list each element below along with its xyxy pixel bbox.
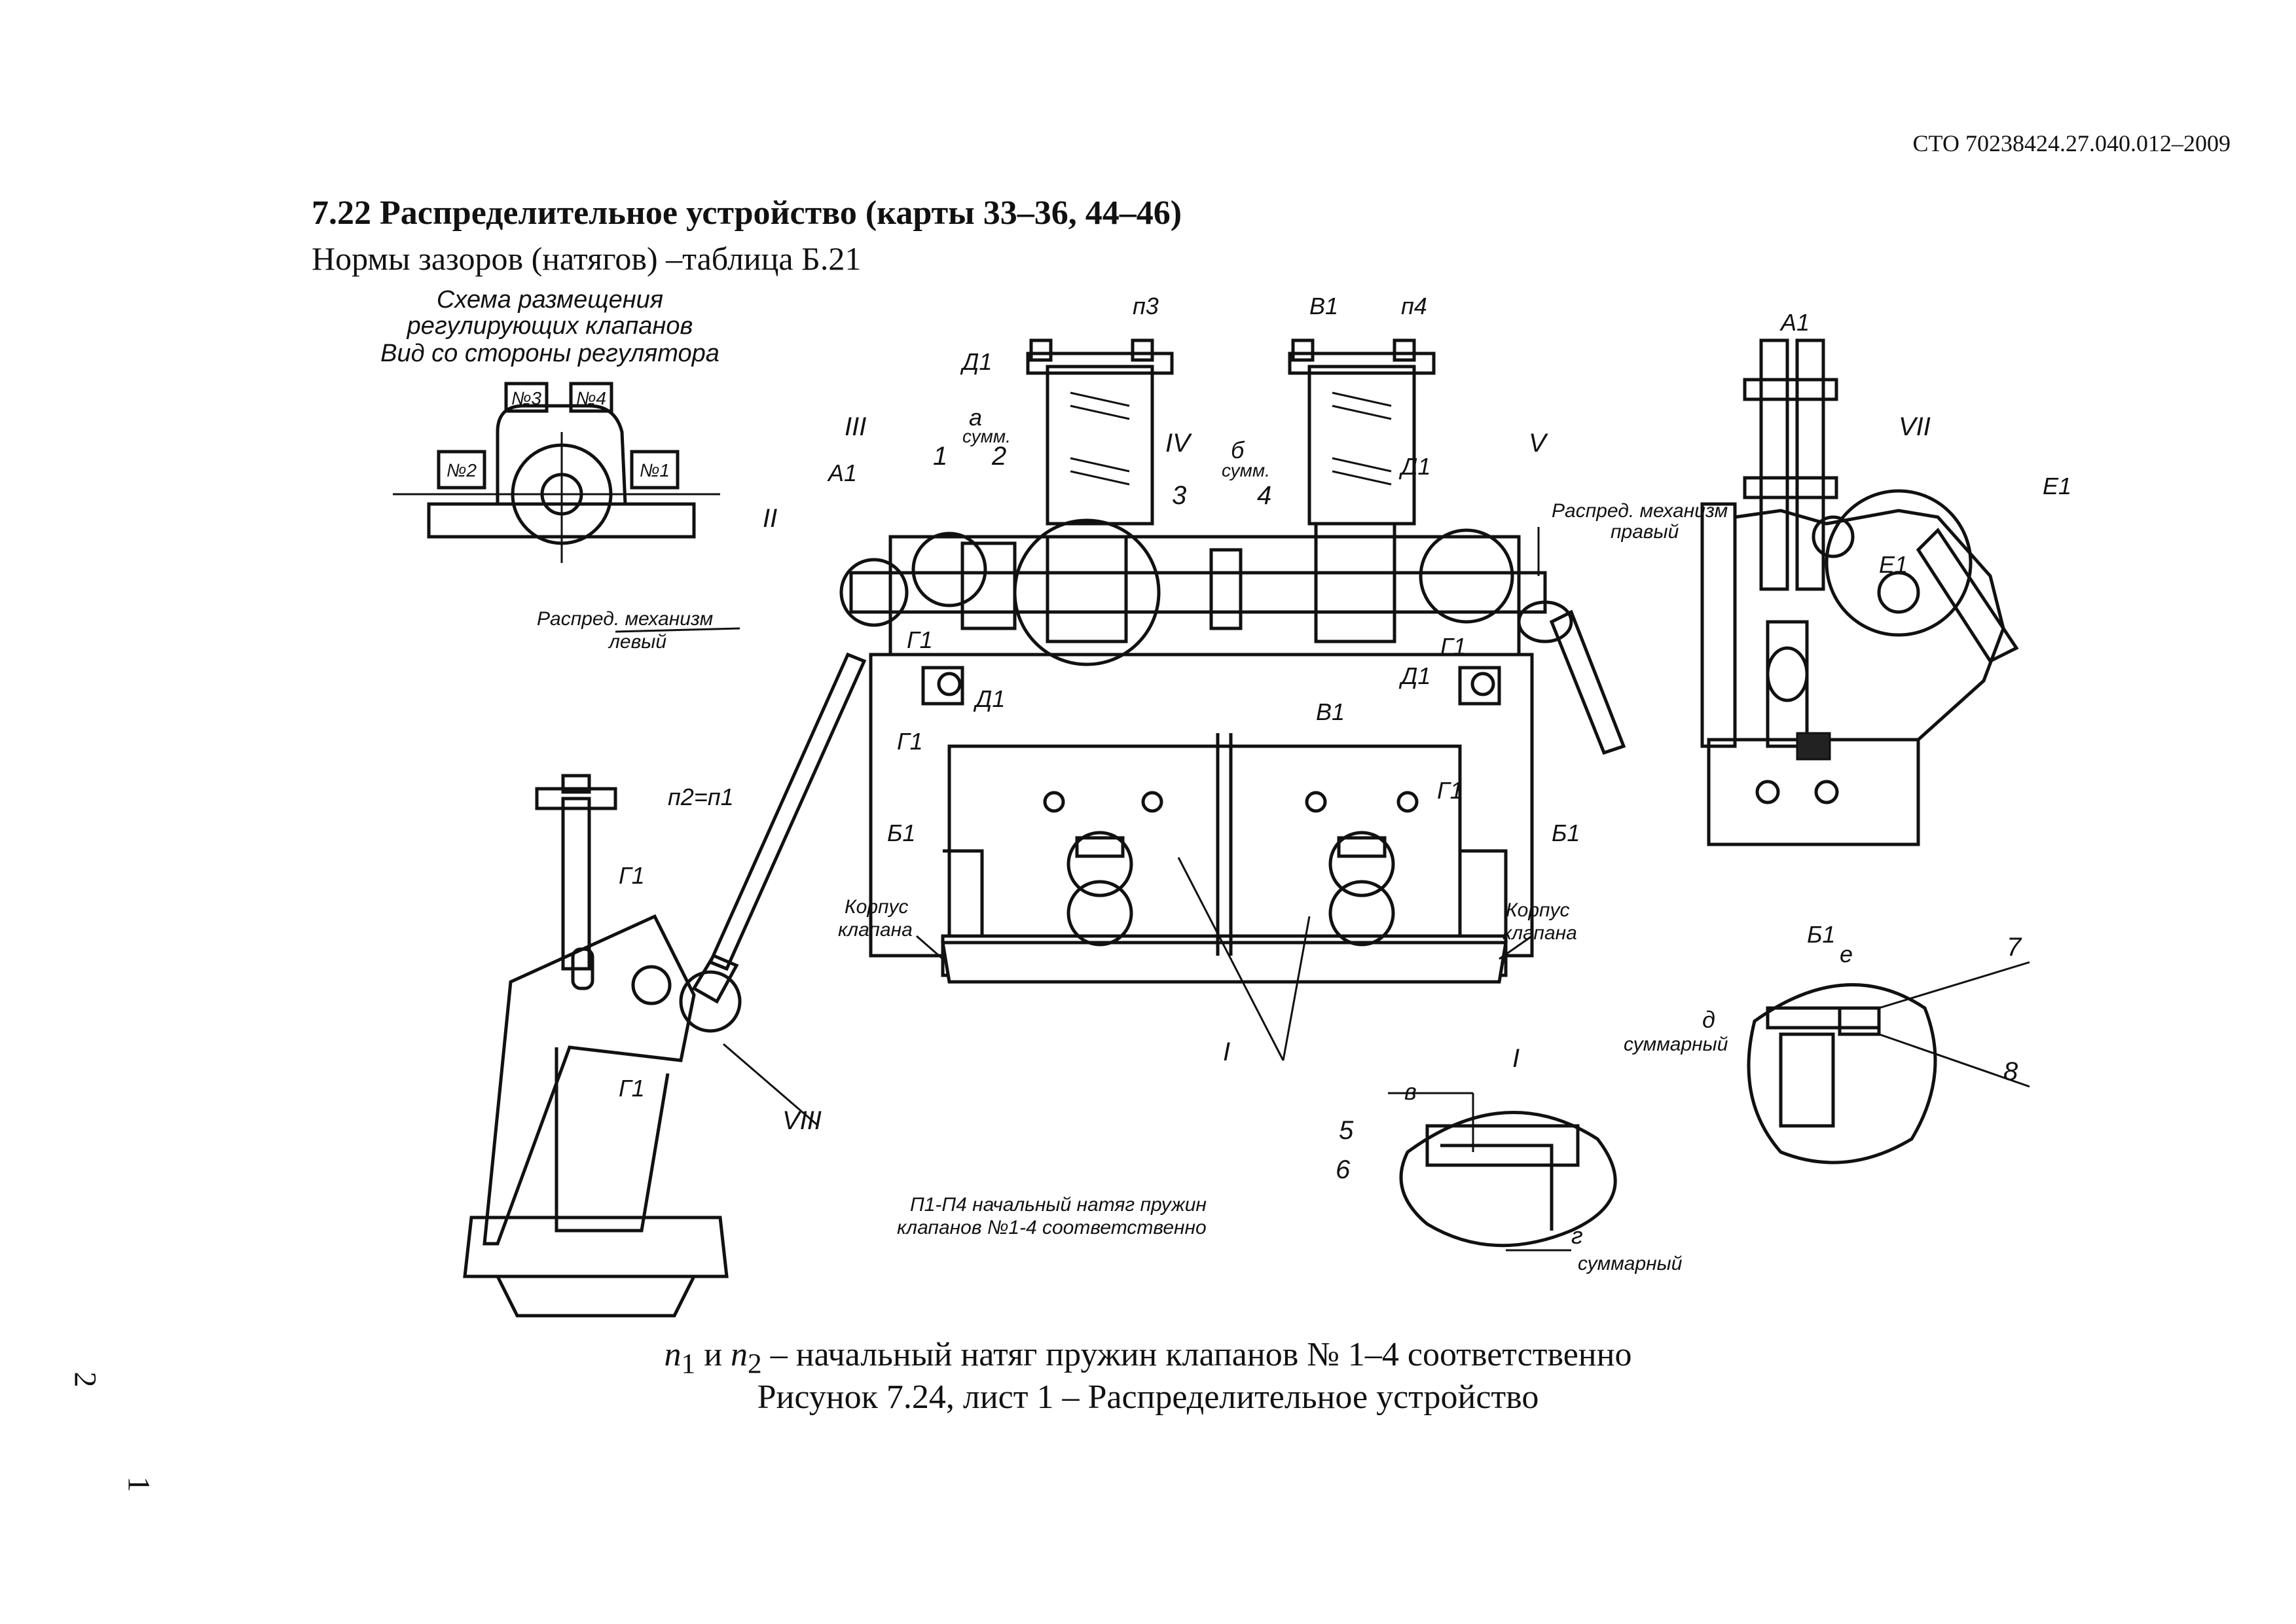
- svg-text:сумм.: сумм.: [1222, 460, 1270, 480]
- svg-text:А1: А1: [1779, 309, 1810, 336]
- callout-I: [1177, 857, 1311, 1061]
- document-code: СТО 70238424.27.040.012–2009: [1912, 130, 2231, 156]
- svg-text:левый: левый: [608, 631, 666, 653]
- svg-text:Б1: Б1: [1552, 820, 1580, 846]
- valve-scheme: Схема размещения регулирующих клапанов В…: [380, 286, 720, 563]
- svg-text:Корпус: Корпус: [845, 896, 909, 918]
- svg-text:Б1: Б1: [887, 820, 915, 846]
- svg-text:Г1: Г1: [1437, 777, 1463, 804]
- section-heading: 7.22 Распределительное устройство (карты…: [312, 194, 1182, 232]
- svg-text:Б1: Б1: [1807, 921, 1835, 948]
- svg-text:6: 6: [1336, 1155, 1351, 1184]
- svg-text:в: в: [1404, 1078, 1417, 1105]
- callout-VIII: [723, 1043, 819, 1127]
- svg-text:Е1: Е1: [1879, 551, 1908, 578]
- valve-label-3: №3: [511, 388, 541, 408]
- svg-text:8: 8: [2003, 1057, 2018, 1086]
- svg-text:I: I: [1223, 1038, 1230, 1066]
- svg-text:III: III: [845, 412, 866, 441]
- svg-text:п2=п1: п2=п1: [668, 784, 734, 810]
- svg-text:II: II: [763, 504, 777, 533]
- svg-text:Д1: Д1: [960, 348, 992, 375]
- section-subheading: Нормы зазоров (натягов) –таблица Б.21: [312, 240, 862, 277]
- svg-text:п3: п3: [1133, 293, 1159, 319]
- scheme-title-1: Схема размещения: [437, 286, 663, 314]
- figure-caption: Рисунок 7.24, лист 1 – Распределительное…: [757, 1379, 1539, 1416]
- valve-label-1: №1: [640, 460, 670, 480]
- svg-text:д: д: [1702, 1006, 1715, 1033]
- svg-text:Корпус: Корпус: [1506, 899, 1570, 921]
- svg-text:Д1: Д1: [973, 685, 1005, 712]
- svg-text:4: 4: [1257, 481, 1271, 510]
- svg-text:Е1: Е1: [2043, 473, 2071, 499]
- svg-text:VII: VII: [1899, 412, 1931, 441]
- svg-text:Г1: Г1: [907, 626, 933, 653]
- valve-label-4: №4: [576, 388, 606, 408]
- svg-text:IV: IV: [1165, 429, 1192, 458]
- svg-text:е: е: [1840, 941, 1853, 967]
- scheme-title-2: регулирующих клапанов: [407, 312, 693, 340]
- svg-text:3: 3: [1172, 481, 1186, 510]
- figure-note: n1 и n2 – начальный натяг пружин клапано…: [664, 1336, 1632, 1380]
- detail-I: [1388, 1092, 1617, 1252]
- main-assembly: [691, 338, 1626, 1004]
- svg-text:клапанов №1-4 соответственно: клапанов №1-4 соответственно: [897, 1217, 1207, 1238]
- svg-text:5: 5: [1339, 1116, 1354, 1145]
- svg-text:правый: правый: [1611, 521, 1679, 543]
- svg-text:клапана: клапана: [838, 919, 913, 941]
- left-lever-assembly: [463, 774, 742, 1318]
- svg-text:Д1: Д1: [1398, 453, 1430, 480]
- callout-labels: п3 п4 В1 п2=п1 а сумм. б сумм. в г сумма…: [537, 293, 2071, 1274]
- svg-text:б: б: [1231, 437, 1245, 463]
- svg-text:а: а: [969, 404, 982, 431]
- detail-b1: [1747, 961, 2030, 1164]
- svg-text:Д1: Д1: [1398, 662, 1430, 689]
- svg-text:г: г: [1571, 1222, 1583, 1249]
- svg-text:В1: В1: [1309, 293, 1338, 319]
- svg-text:I: I: [1512, 1044, 1520, 1073]
- svg-text:7: 7: [2007, 933, 2022, 962]
- svg-text:2: 2: [991, 442, 1006, 471]
- svg-text:суммарный: суммарный: [1578, 1253, 1683, 1274]
- svg-text:V: V: [1529, 429, 1548, 458]
- svg-text:Г1: Г1: [1440, 633, 1467, 660]
- svg-text:п4: п4: [1401, 293, 1427, 319]
- scheme-title-3: Вид со стороны регулятора: [380, 340, 720, 367]
- right-view-a1: [1700, 338, 2019, 846]
- svg-text:Распред. механизм: Распред. механизм: [1552, 500, 1728, 522]
- svg-text:Распред. механизм: Распред. механизм: [537, 608, 713, 630]
- svg-text:Г1: Г1: [619, 862, 645, 889]
- svg-text:А1: А1: [827, 460, 857, 486]
- svg-text:VIII: VIII: [782, 1106, 822, 1135]
- svg-text:Г1: Г1: [897, 728, 923, 755]
- svg-text:1: 1: [933, 442, 947, 471]
- svg-text:сумм.: сумм.: [962, 426, 1011, 446]
- svg-text:клапана: клапана: [1503, 922, 1577, 944]
- svg-text:В1: В1: [1316, 698, 1345, 725]
- svg-text:П1-П4 начальный натяг пружин: П1-П4 начальный натяг пружин: [910, 1194, 1207, 1216]
- svg-text:суммарный: суммарный: [1624, 1034, 1728, 1055]
- valve-label-2: №2: [446, 460, 477, 480]
- svg-text:Г1: Г1: [619, 1075, 645, 1102]
